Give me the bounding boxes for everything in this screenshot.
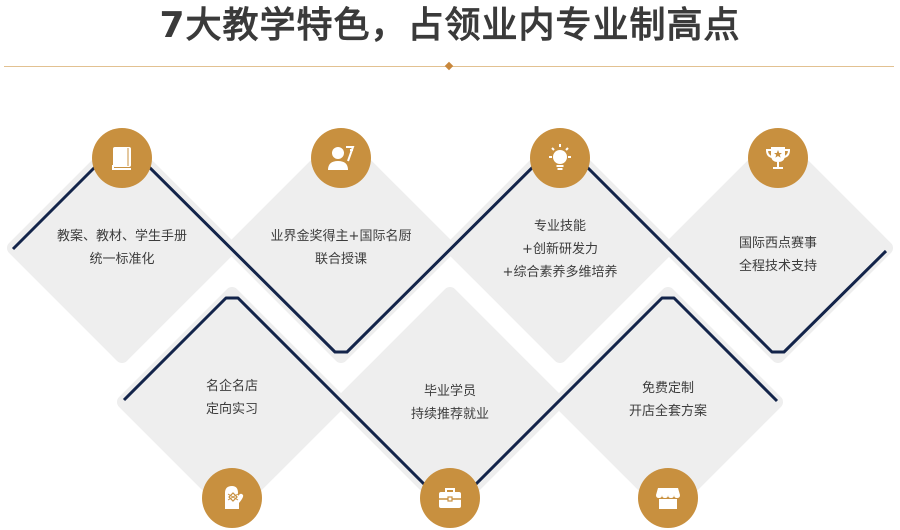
page-title: 7大教学特色，占领业内专业制高点 [159, 5, 741, 46]
feature-7-badge [638, 468, 698, 528]
feature-2-line-1: 业界金奖得主+国际名厨 [270, 229, 412, 244]
feature-4-line-2: 全程技术支持 [738, 259, 817, 274]
book-icon [112, 147, 131, 170]
feature-6-badge [420, 468, 480, 528]
feature-3-line-1: 专业技能 [533, 219, 586, 234]
feature-4-line-1: 国际西点赛事 [738, 236, 817, 251]
feature-7-line-2: 开店全套方案 [628, 404, 707, 419]
feature-3-line-3: +综合素养多维培养 [502, 265, 618, 280]
feature-1-line-1: 教案、教材、学生手册 [56, 229, 187, 244]
feature-3-text: 专业技能 +创新研发力 +综合素养多维培养 [470, 215, 650, 284]
feature-6-line-1: 毕业学员 [423, 384, 476, 399]
feature-1-badge [92, 128, 152, 188]
trophy-icon [765, 147, 791, 169]
feature-7-line-1: 免费定制 [641, 381, 694, 396]
top-zigzag-line [11, 138, 888, 354]
oven-mitt-icon [225, 486, 244, 509]
feature-5-line-1: 名企名店 [205, 379, 258, 394]
feature-4-text: 国际西点赛事 全程技术支持 [688, 232, 868, 278]
briefcase-icon [439, 488, 461, 508]
feature-1-line-2: 统一标准化 [89, 252, 155, 267]
feature-6-text: 毕业学员 持续推荐就业 [360, 380, 540, 426]
feature-1-text: 教案、教材、学生手册 统一标准化 [32, 225, 212, 271]
lightbulb-icon [549, 144, 571, 170]
feature-5-line-2: 定向实习 [205, 402, 258, 417]
feature-5-badge [202, 468, 262, 528]
teacher-icon [328, 146, 355, 170]
feature-4-badge [748, 128, 808, 188]
feature-2-badge [311, 128, 371, 188]
feature-2-text: 业界金奖得主+国际名厨 联合授课 [251, 225, 431, 271]
storefront-icon [656, 488, 680, 509]
feature-2-line-2: 联合授课 [314, 252, 367, 267]
feature-3-line-2: +创新研发力 [522, 242, 598, 257]
feature-tiles [7, 133, 893, 517]
feature-7-text: 免费定制 开店全套方案 [578, 377, 758, 423]
feature-6-line-2: 持续推荐就业 [410, 407, 489, 422]
feature-5-text: 名企名店 定向实习 [142, 375, 322, 421]
feature-3-badge [530, 128, 590, 188]
